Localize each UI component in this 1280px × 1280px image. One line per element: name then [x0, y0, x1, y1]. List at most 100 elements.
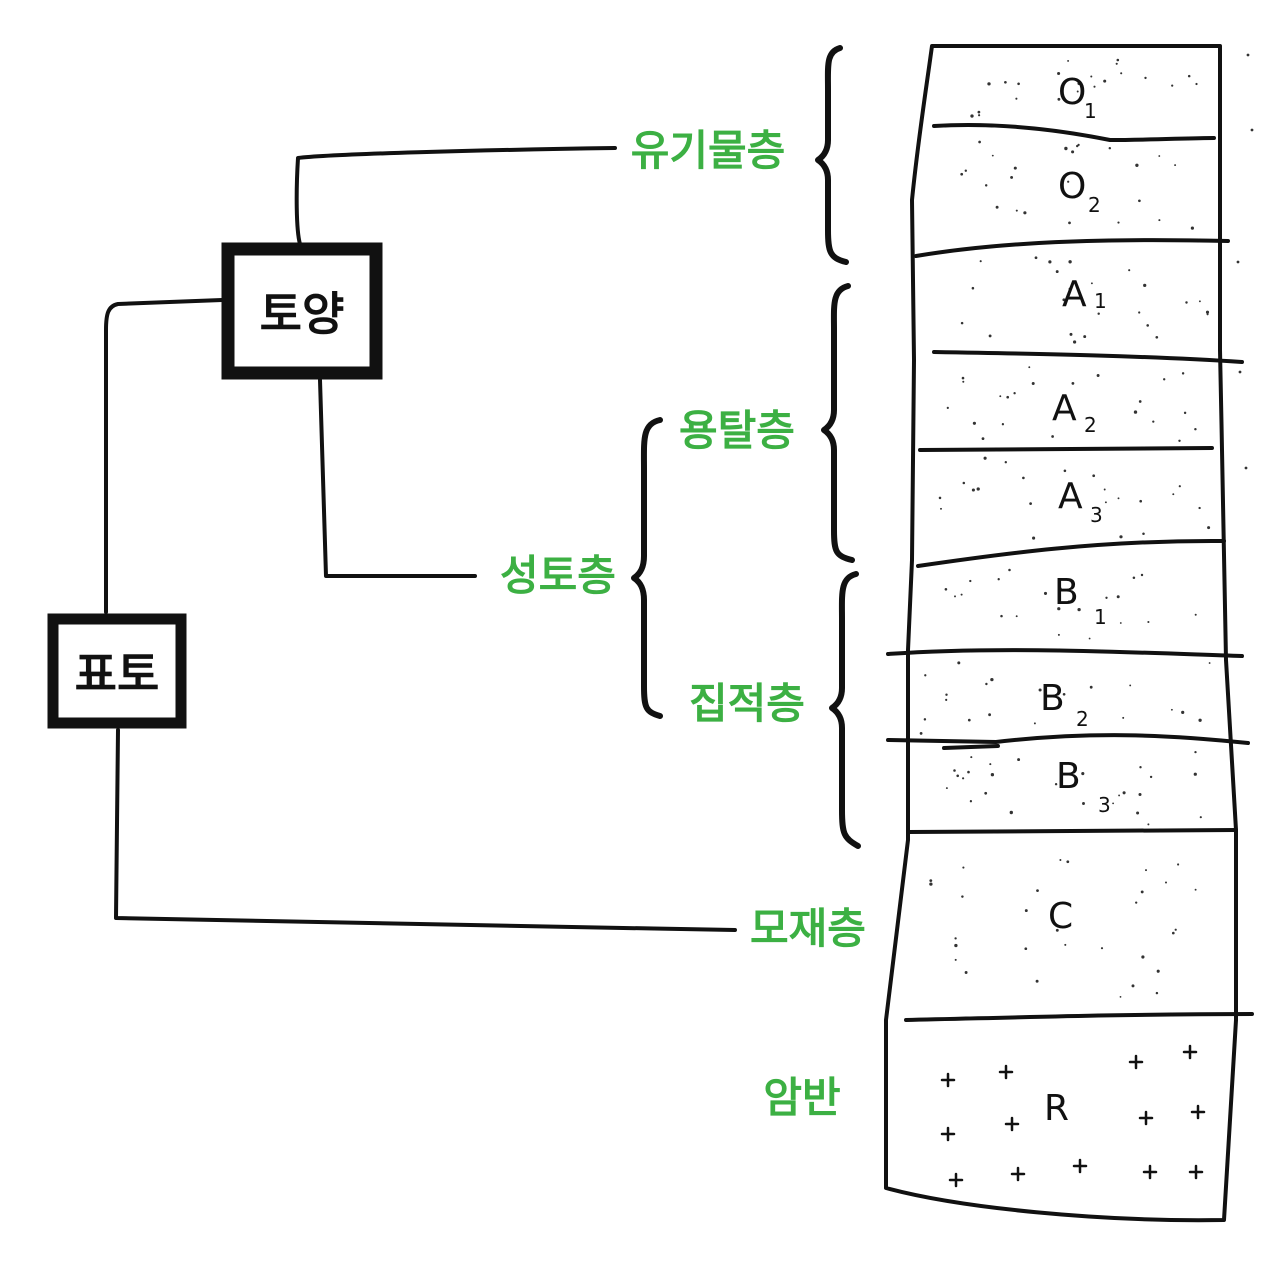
stipple-dot: [1146, 324, 1149, 327]
stipple-dot: [971, 286, 975, 290]
stipple-dot: [1135, 901, 1138, 904]
boundary-b2-b3: [886, 733, 1250, 745]
horizon-subscript: 3: [1090, 503, 1103, 527]
boundary-a-b: [916, 538, 1226, 568]
stipple-dot: [1068, 221, 1071, 225]
stipple-dot: [1088, 637, 1091, 640]
stipple-dot: [1122, 791, 1126, 795]
stipple-dot: [1103, 79, 1107, 83]
stipple-dot: [1205, 310, 1210, 314]
stipple-dot: [1022, 476, 1025, 480]
stipple-dot: [1119, 622, 1122, 624]
stipple-dot: [962, 380, 965, 383]
stipple-dot: [1163, 378, 1166, 381]
stipple-dot: [1004, 461, 1007, 464]
horizon-subscript: 2: [1088, 193, 1101, 217]
eluvial-brace: [821, 283, 855, 563]
stipple-dot: [1155, 991, 1159, 995]
stipple-dot: [1015, 615, 1018, 618]
stipple-dot: [1115, 62, 1118, 65]
stipple-dot: [1033, 722, 1036, 725]
horizon-letter: B: [1056, 756, 1081, 797]
stipple-dot: [1059, 859, 1062, 861]
stipple-dot: [964, 971, 968, 974]
boundary-a1-a2: [932, 350, 1244, 364]
stipple-dot: [1190, 226, 1194, 230]
stipple-dot: [967, 718, 971, 722]
stipple-dot: [972, 421, 976, 425]
stipple-dot: [1170, 708, 1173, 711]
stipple-dot: [1062, 298, 1066, 302]
stipple-dot: [1119, 535, 1123, 539]
stipple-dot: [1194, 750, 1197, 754]
stipple-dot: [1006, 395, 1010, 399]
stipple-dot: [1108, 146, 1112, 150]
soil-box-label: 토양: [260, 287, 345, 341]
stipple-dot: [1152, 420, 1155, 423]
bedrock-plus-mark: [1072, 1158, 1088, 1174]
stipple-dot: [987, 82, 991, 86]
stipple-dot: [1055, 928, 1059, 932]
stipple-dot: [960, 172, 964, 176]
bedrock-plus-mark: [1010, 1166, 1026, 1182]
stipple-dot: [1068, 260, 1072, 264]
boundary-b1-b2: [886, 648, 1244, 658]
stipple-dot: [1139, 766, 1142, 769]
stipple-dot: [1136, 811, 1140, 815]
stipple-dot: [1024, 947, 1028, 951]
stipple-dot: [1090, 282, 1093, 285]
stipple-dot: [1128, 269, 1131, 272]
stipple-dot: [1054, 783, 1058, 786]
stipple-dot: [962, 866, 965, 869]
stipple-dot: [1131, 984, 1135, 988]
stipple-dot: [1139, 499, 1143, 503]
parent-material-label: 모재층: [750, 904, 866, 953]
boundary-o-a: [914, 238, 1230, 258]
stipple-dot: [988, 713, 992, 717]
bedrock-texture: [940, 1044, 1206, 1188]
stipple-dot: [1174, 164, 1177, 167]
stipple-dot: [1198, 506, 1201, 510]
stipple-dot: [1010, 175, 1014, 179]
organic-brace: [815, 45, 849, 265]
stipple-dot: [1004, 80, 1007, 84]
stipple-dot: [1185, 301, 1188, 304]
stipple-dot: [1116, 58, 1120, 62]
stipple-dot: [1015, 209, 1018, 212]
horizon-letter: B: [1040, 678, 1065, 719]
stipple-dot: [1064, 943, 1067, 946]
stipple-dot: [1193, 772, 1197, 776]
stipple-dot: [1069, 332, 1073, 336]
stipple-dot: [1058, 587, 1062, 591]
stipple-dot: [976, 487, 980, 491]
stipple-dot: [1140, 573, 1144, 577]
horizon-subscript: 1: [1094, 605, 1107, 629]
stipple-dot: [1171, 931, 1175, 935]
stipple-dot: [970, 756, 973, 759]
stipple-dot: [969, 800, 973, 803]
stipple-dot: [1119, 996, 1122, 998]
stipple-dot: [1090, 75, 1093, 78]
stipple-dot: [990, 677, 994, 682]
stipple-dot: [1158, 155, 1161, 157]
stipple-dot: [1194, 613, 1197, 616]
stipple-dot: [1100, 947, 1104, 950]
stipple-dot: [924, 674, 927, 677]
bedrock-plus-mark: [998, 1064, 1014, 1080]
stipple-dot: [1156, 969, 1160, 973]
stipple-dot: [985, 682, 988, 686]
stipple-dot: [1118, 794, 1121, 797]
stipple-dot: [1000, 614, 1003, 618]
stipple-dot: [1048, 260, 1052, 264]
stipple-dot: [1071, 150, 1075, 154]
stipple-dot: [1117, 221, 1120, 224]
stipple-dot: [1082, 802, 1085, 805]
stipple-dot: [979, 260, 982, 263]
horizon-subscript: 2: [1076, 707, 1089, 731]
stipple-dot: [1009, 810, 1013, 815]
stipple-dot: [1008, 568, 1011, 572]
stipple-dot: [938, 496, 942, 500]
stipple-dot: [1013, 166, 1017, 170]
stipple-dot: [1172, 493, 1175, 496]
bedrock-plus-mark: [1188, 1164, 1204, 1180]
